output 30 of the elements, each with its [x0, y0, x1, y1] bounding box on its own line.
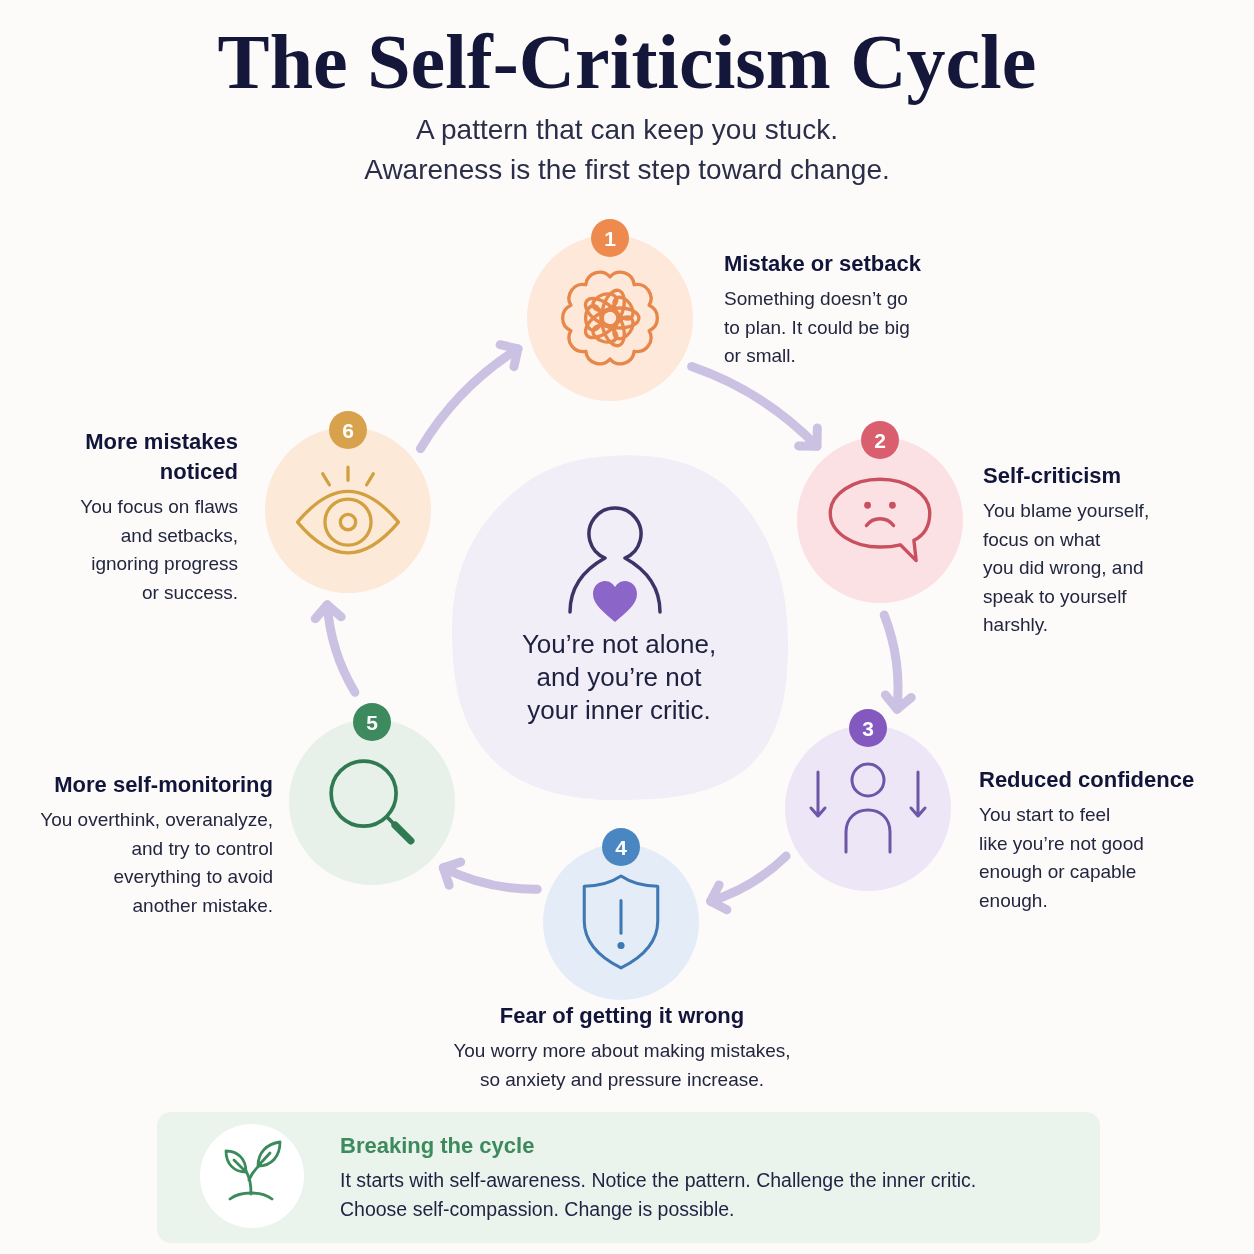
- banner-text: It starts with self-awareness. Notice the pattern. Challenge the inner critic. Choose self-compassion. Change is possible.: [340, 1168, 977, 1222]
- step-number: 2: [861, 421, 899, 459]
- step-number: 5: [353, 703, 391, 741]
- step-number: 3: [849, 709, 887, 747]
- step-description: You worry more about making mistakes, so anxiety and pressure increase.: [452, 1039, 792, 1092]
- cycle-arrow: [879, 610, 916, 714]
- step-description: Something doesn’t go to plan. It could be big or small.: [724, 287, 911, 368]
- step-title: Fear of getting it wrong: [498, 1002, 746, 1030]
- step-number: 6: [329, 411, 367, 449]
- step-title: Mistake or setback: [724, 250, 921, 278]
- cycle-arrow: [706, 851, 791, 914]
- cycle-arrow: [687, 362, 822, 451]
- cycle-arrow: [438, 857, 542, 894]
- step-title: Self-criticism: [983, 462, 1123, 490]
- step-description: You blame yourself, focus on what you did wrong, and speak to yourself harshly.: [983, 499, 1150, 637]
- step-description: You start to feel like you’re not good enough or capable enough.: [979, 803, 1145, 913]
- step-description: You overthink, overanalyze, and try to control everything to avoid another mistake.: [40, 808, 273, 918]
- step-number: 4: [602, 828, 640, 866]
- banner-title: Breaking the cycle: [340, 1132, 536, 1160]
- cycle-arrow: [311, 600, 360, 697]
- step-number: 1: [591, 219, 629, 257]
- info-banner: [157, 1112, 1100, 1243]
- step-title: More mistakes noticed: [84, 428, 238, 486]
- cycle-arrow: [416, 340, 523, 454]
- step-title: More self-monitoring: [53, 771, 273, 799]
- step-description: You focus on flaws and setbacks, ignoring progress or success.: [80, 495, 238, 605]
- step-title: Reduced confidence: [979, 766, 1195, 794]
- subtitle: Awareness is the first step toward change.: [364, 153, 890, 187]
- center-message: You’re not alone, and you’re not your inner critic.: [521, 628, 717, 727]
- subtitle: A pattern that can keep you stuck.: [416, 113, 838, 147]
